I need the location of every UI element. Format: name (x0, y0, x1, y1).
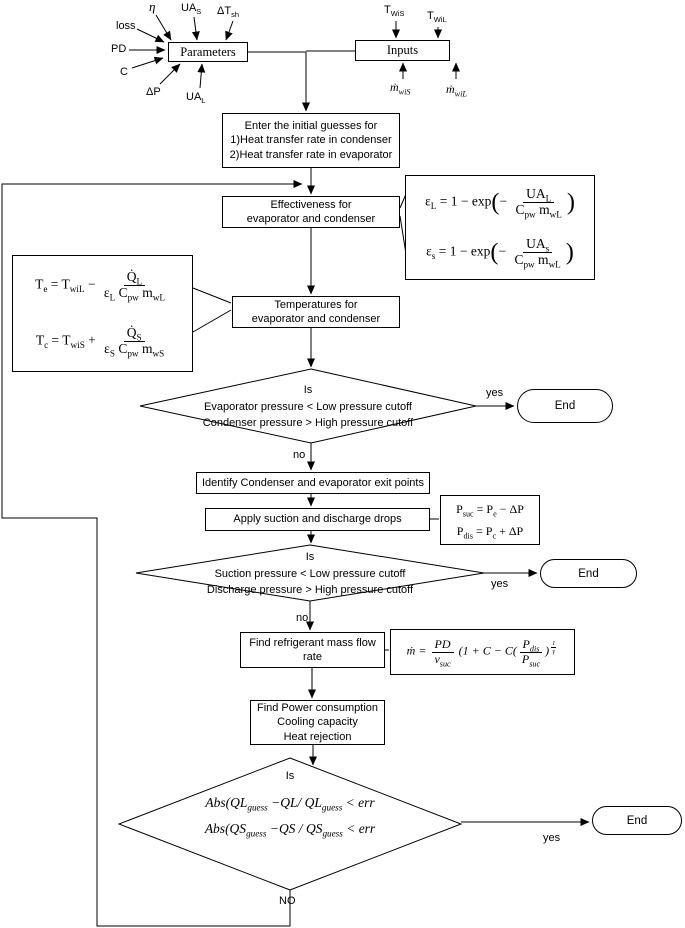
edge-label-no-1: no (293, 449, 306, 461)
parameters-label: Parameters (180, 44, 236, 59)
decision2-line1: Is (305, 551, 315, 563)
decision1-shape (139, 368, 477, 444)
label-m-wis: ṁwiS (390, 80, 411, 97)
temperatures-line2: evaporator and condenser (251, 313, 381, 325)
find-mass-line1: Find refrigerant mass flow (249, 636, 376, 649)
decision3-convergence-qs: Abs(QSguess −QS / QSguess < err (204, 820, 376, 839)
decision3-line1: Is (285, 770, 295, 782)
formula-p-discharge: Pdis = Pc + ΔP (456, 523, 524, 540)
decision2-line2: Suction pressure < Low pressure cutoff (214, 567, 406, 580)
end3-label: End (626, 814, 648, 827)
arrow-dp (159, 63, 181, 85)
arrow-dt-sh (225, 20, 234, 41)
guesses-line3: 2)Heat transfer rate in evaporator (229, 148, 393, 161)
decision3-text: Is Abs(QLguess −QL/ QLguess < err Abs(QS… (130, 768, 450, 839)
feedback-loop-line (1, 180, 303, 927)
guesses-line1: Enter the initial guesses for (244, 120, 378, 133)
parameter-input-arrows (129, 14, 460, 89)
line-tempbox-formula-b (192, 309, 232, 333)
label-m-wil: ṁwiL (446, 82, 467, 99)
decision1-line1: Is (303, 384, 313, 396)
find-mass-line2: rate (303, 651, 322, 663)
edge-label-yes-1: yes (486, 387, 504, 399)
edge-label-no-caps: NO (279, 895, 296, 907)
apply-label: Apply suction and discharge drops (233, 513, 402, 526)
find-power-line1: Find Power consumption (256, 702, 379, 715)
effectiveness-line1: Effectiveness for (270, 198, 352, 211)
label-dp: ΔP (146, 86, 161, 98)
inputs-box: Inputs (355, 40, 450, 61)
label-c: C (120, 66, 128, 78)
decision1-text: Is Evaporator pressure < Low pressure cu… (150, 382, 466, 432)
label-ua-l: UAL (186, 91, 206, 106)
label-loss: loss (116, 20, 136, 32)
find-power-line2: Cooling capacity (277, 716, 358, 729)
effectiveness-line2: evaporator and condenser (246, 213, 376, 225)
decision2-line3: Discharge pressure > High pressure cutof… (206, 584, 414, 596)
label-eta: η (149, 0, 156, 14)
decision1-line3: Condenser pressure > High pressure cutof… (202, 417, 414, 429)
end-terminator-1: End (517, 389, 613, 423)
label-ua-s: UAS (181, 2, 202, 17)
temperatures-line1: Temperatures for (274, 298, 358, 311)
edge-label-yes-3: yes (543, 832, 561, 844)
line-tempbox-formula-a (192, 287, 232, 304)
decision1-line2: Evaporator pressure < Low pressure cutof… (204, 400, 412, 413)
end2-label: End (578, 567, 599, 580)
arrow-c (131, 56, 164, 69)
identify-exit-points-box: Identify Condenser and evaporator exit p… (196, 472, 430, 494)
arrow-ua-l (197, 63, 206, 89)
parameters-box: Parameters (168, 42, 248, 62)
apply-drops-box: Apply suction and discharge drops (205, 508, 430, 531)
find-power-line3: Heat rejection (283, 730, 352, 743)
end-terminator-2: End (540, 559, 637, 588)
arrow-loss (136, 28, 165, 43)
label-t-wis: TWiS (384, 4, 405, 19)
find-power-box: Find Power consumption Cooling capacity … (250, 700, 385, 745)
decision3-shape (117, 757, 463, 891)
identify-label: Identify Condenser and evaporator exit p… (202, 476, 424, 489)
initial-guesses-box: Enter the initial guesses for 1)Heat tra… (222, 113, 400, 168)
inputs-label: Inputs (386, 43, 419, 58)
edge-label-yes-2: yes (491, 578, 509, 590)
arrow-ua-s (191, 16, 200, 41)
decision2-text: Is Suction pressure < Low pressure cutof… (152, 549, 468, 599)
end1-label: End (554, 400, 576, 412)
effectiveness-box: Effectiveness for evaporator and condens… (222, 196, 400, 228)
arrow-eta (155, 14, 172, 41)
find-mass-flow-box: Find refrigerant mass flow rate (240, 632, 385, 668)
end-terminator-3: End (592, 806, 682, 835)
label-pd: PD (111, 43, 127, 55)
formula-p-suction: Psuc = Pe − ΔP (456, 501, 524, 518)
label-t-wil: TWiL (427, 10, 447, 25)
pressure-formula-box: Psuc = Pe − ΔP Pdis = Pc + ΔP (440, 495, 540, 545)
label-dt-sh: ΔTsh (217, 5, 239, 20)
edge-label-no-2: no (296, 612, 309, 624)
guesses-line2: 1)Heat transfer rate in condenser (230, 134, 392, 147)
temperatures-box: Temperatures for evaporator and condense… (232, 296, 400, 328)
decision3-convergence-ql: Abs(QLguess −QL/ QLguess < err (205, 794, 375, 813)
decision2-shape (135, 544, 485, 602)
